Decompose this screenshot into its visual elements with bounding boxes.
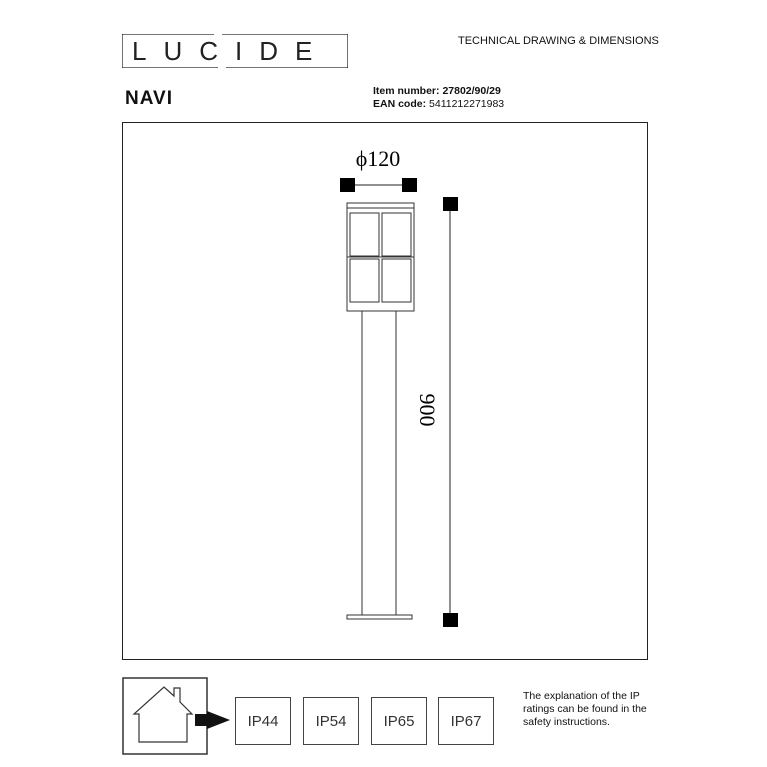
house-icon: [122, 677, 208, 755]
height-dimension: [443, 197, 458, 627]
ip-note: The explanation of the IP ratings can be…: [523, 690, 647, 728]
ean-label: EAN code:: [373, 98, 427, 110]
product-name: NAVI: [125, 88, 173, 109]
item-info: Item number: 27802/90/29 EAN code: 54112…: [373, 85, 504, 111]
ean-code: 5411212271983: [429, 98, 505, 110]
diameter-label: ϕ120: [356, 146, 401, 171]
ip-rating-ip44: IP44: [235, 697, 291, 745]
drawing-frame: [122, 122, 648, 660]
document-title: TECHNICAL DRAWING & DIMENSIONS: [458, 35, 659, 47]
item-number: 27802/90/29: [442, 85, 501, 97]
ip-rating-ip54: IP54: [303, 697, 359, 745]
diameter-dimension: [340, 178, 417, 192]
item-number-label: Item number:: [373, 85, 440, 97]
height-label: 900: [415, 394, 440, 427]
logo-text: LUCIDE: [132, 36, 330, 66]
ip-rating-ip65: IP65: [371, 697, 427, 745]
ip-rating-ip67: IP67: [438, 697, 494, 745]
arrow-icon: [195, 711, 230, 729]
lamp-outline: [346, 202, 415, 620]
